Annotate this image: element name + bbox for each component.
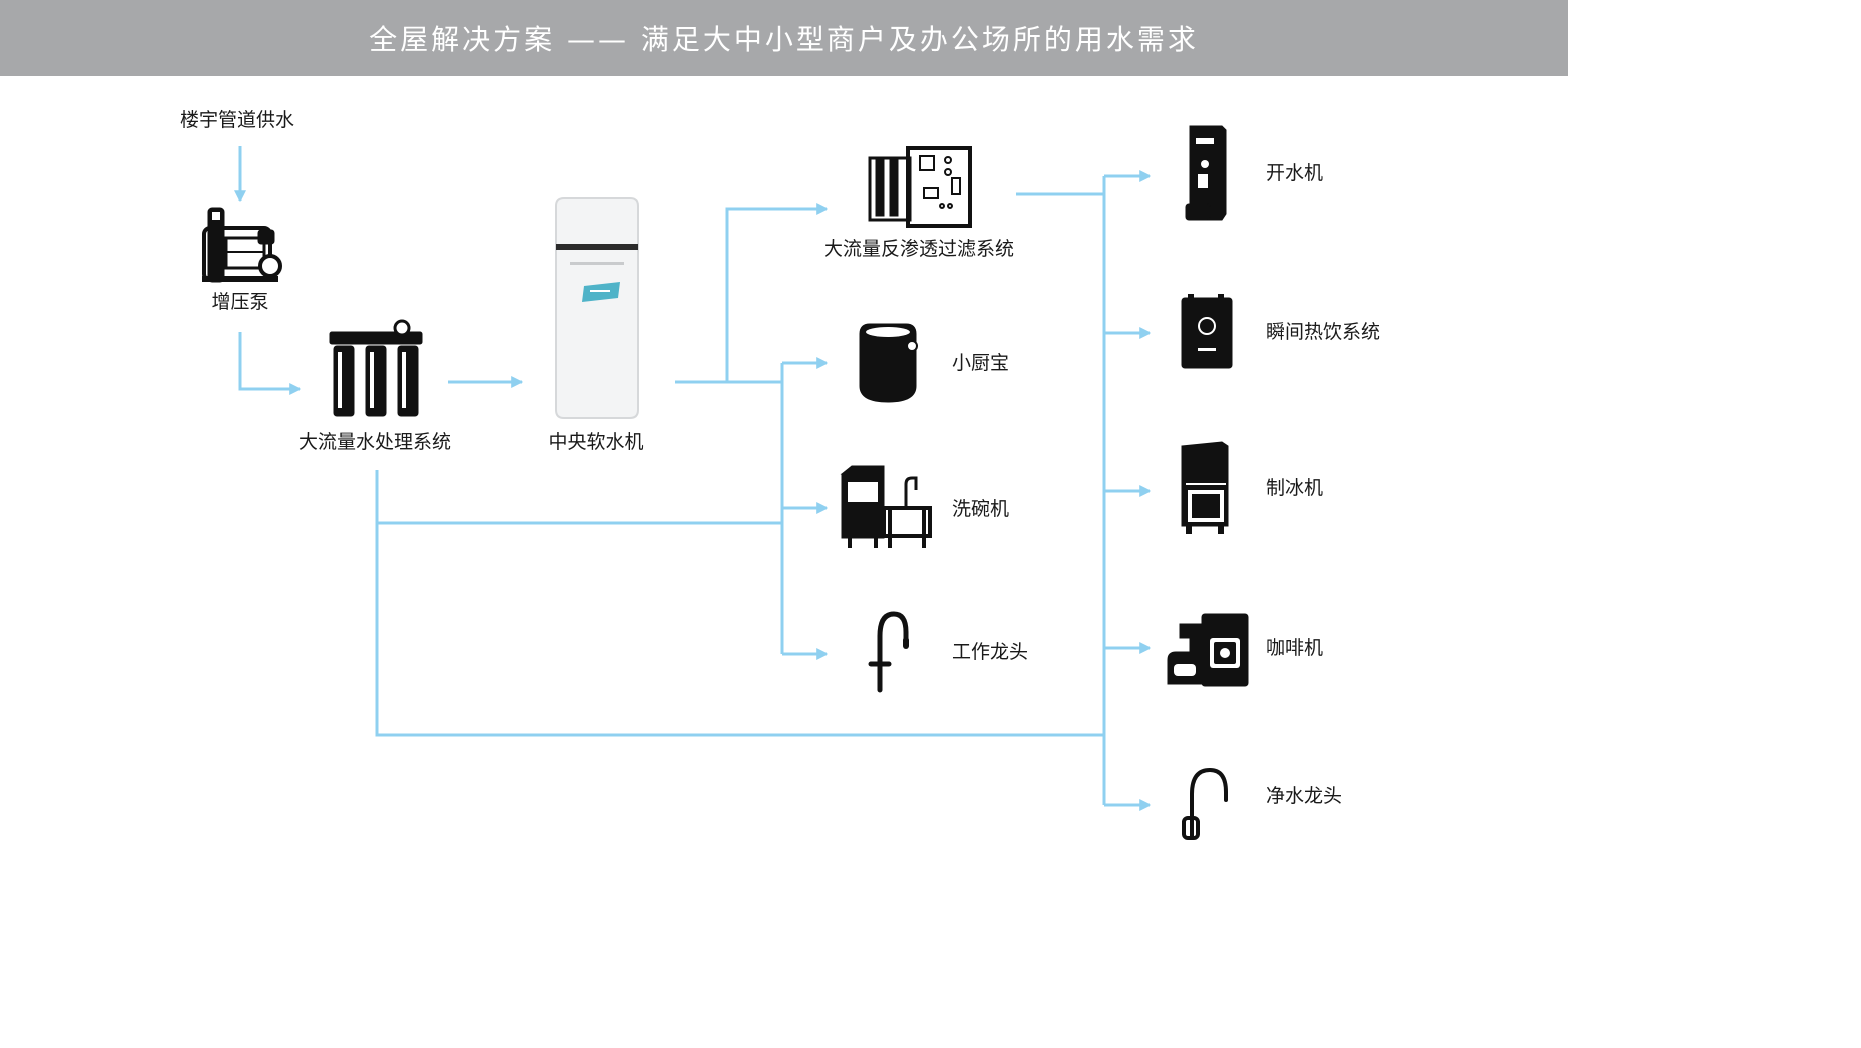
pipe-to-ro [725, 203, 829, 382]
page-title: 全屋解决方案 —— 满足大中小型商户及办公场所的用水需求 [369, 23, 1199, 56]
label-booster-pump: 增压泵 [211, 291, 269, 313]
pipe-bypass-to-ro-trunk [375, 523, 1104, 737]
label-ro-system: 大流量反渗透过滤系统 [823, 238, 1015, 260]
triple-filter-icon [329, 319, 423, 417]
label-coffee-machine: 咖啡机 [1266, 637, 1324, 659]
label-purified-faucet: 净水龙头 [1266, 785, 1343, 807]
softener-tank-icon [555, 197, 639, 419]
label-central-softener: 中央软水机 [548, 431, 644, 453]
label-high-flow-treatment: 大流量水处理系统 [298, 431, 452, 453]
ro-cabinet-icon [868, 146, 972, 228]
dishwasher-icon [840, 465, 932, 548]
label-water-boiler: 开水机 [1266, 162, 1324, 184]
pipes [234, 146, 1152, 811]
label-ice-maker: 制冰机 [1266, 477, 1324, 499]
boiler-icon [1185, 125, 1227, 221]
label-dishwasher: 洗碗机 [952, 498, 1010, 520]
label-small-kitchen-heater: 小厨宝 [952, 352, 1010, 374]
ice-maker-icon [1181, 441, 1229, 534]
purified-faucet-icon [1182, 767, 1228, 840]
work-faucet-icon [868, 611, 909, 693]
water-heater-icon [859, 323, 918, 403]
label-work-faucet: 工作龙头 [952, 641, 1029, 663]
pipe-pump-to-treatment [238, 332, 302, 395]
pump-icon [202, 207, 282, 283]
coffee-machine-icon [1167, 613, 1249, 687]
header-banner: 全屋解决方案 —— 满足大中小型商户及办公场所的用水需求 [0, 0, 1568, 76]
label-instant-hot-drink: 瞬间热饮系统 [1266, 321, 1381, 343]
label-building-supply: 楼宇管道供水 [180, 109, 295, 131]
flow-diagram [202, 125, 1249, 840]
pipe-bypass-to-kitchen [375, 470, 782, 525]
hot-drink-icon [1181, 294, 1233, 369]
